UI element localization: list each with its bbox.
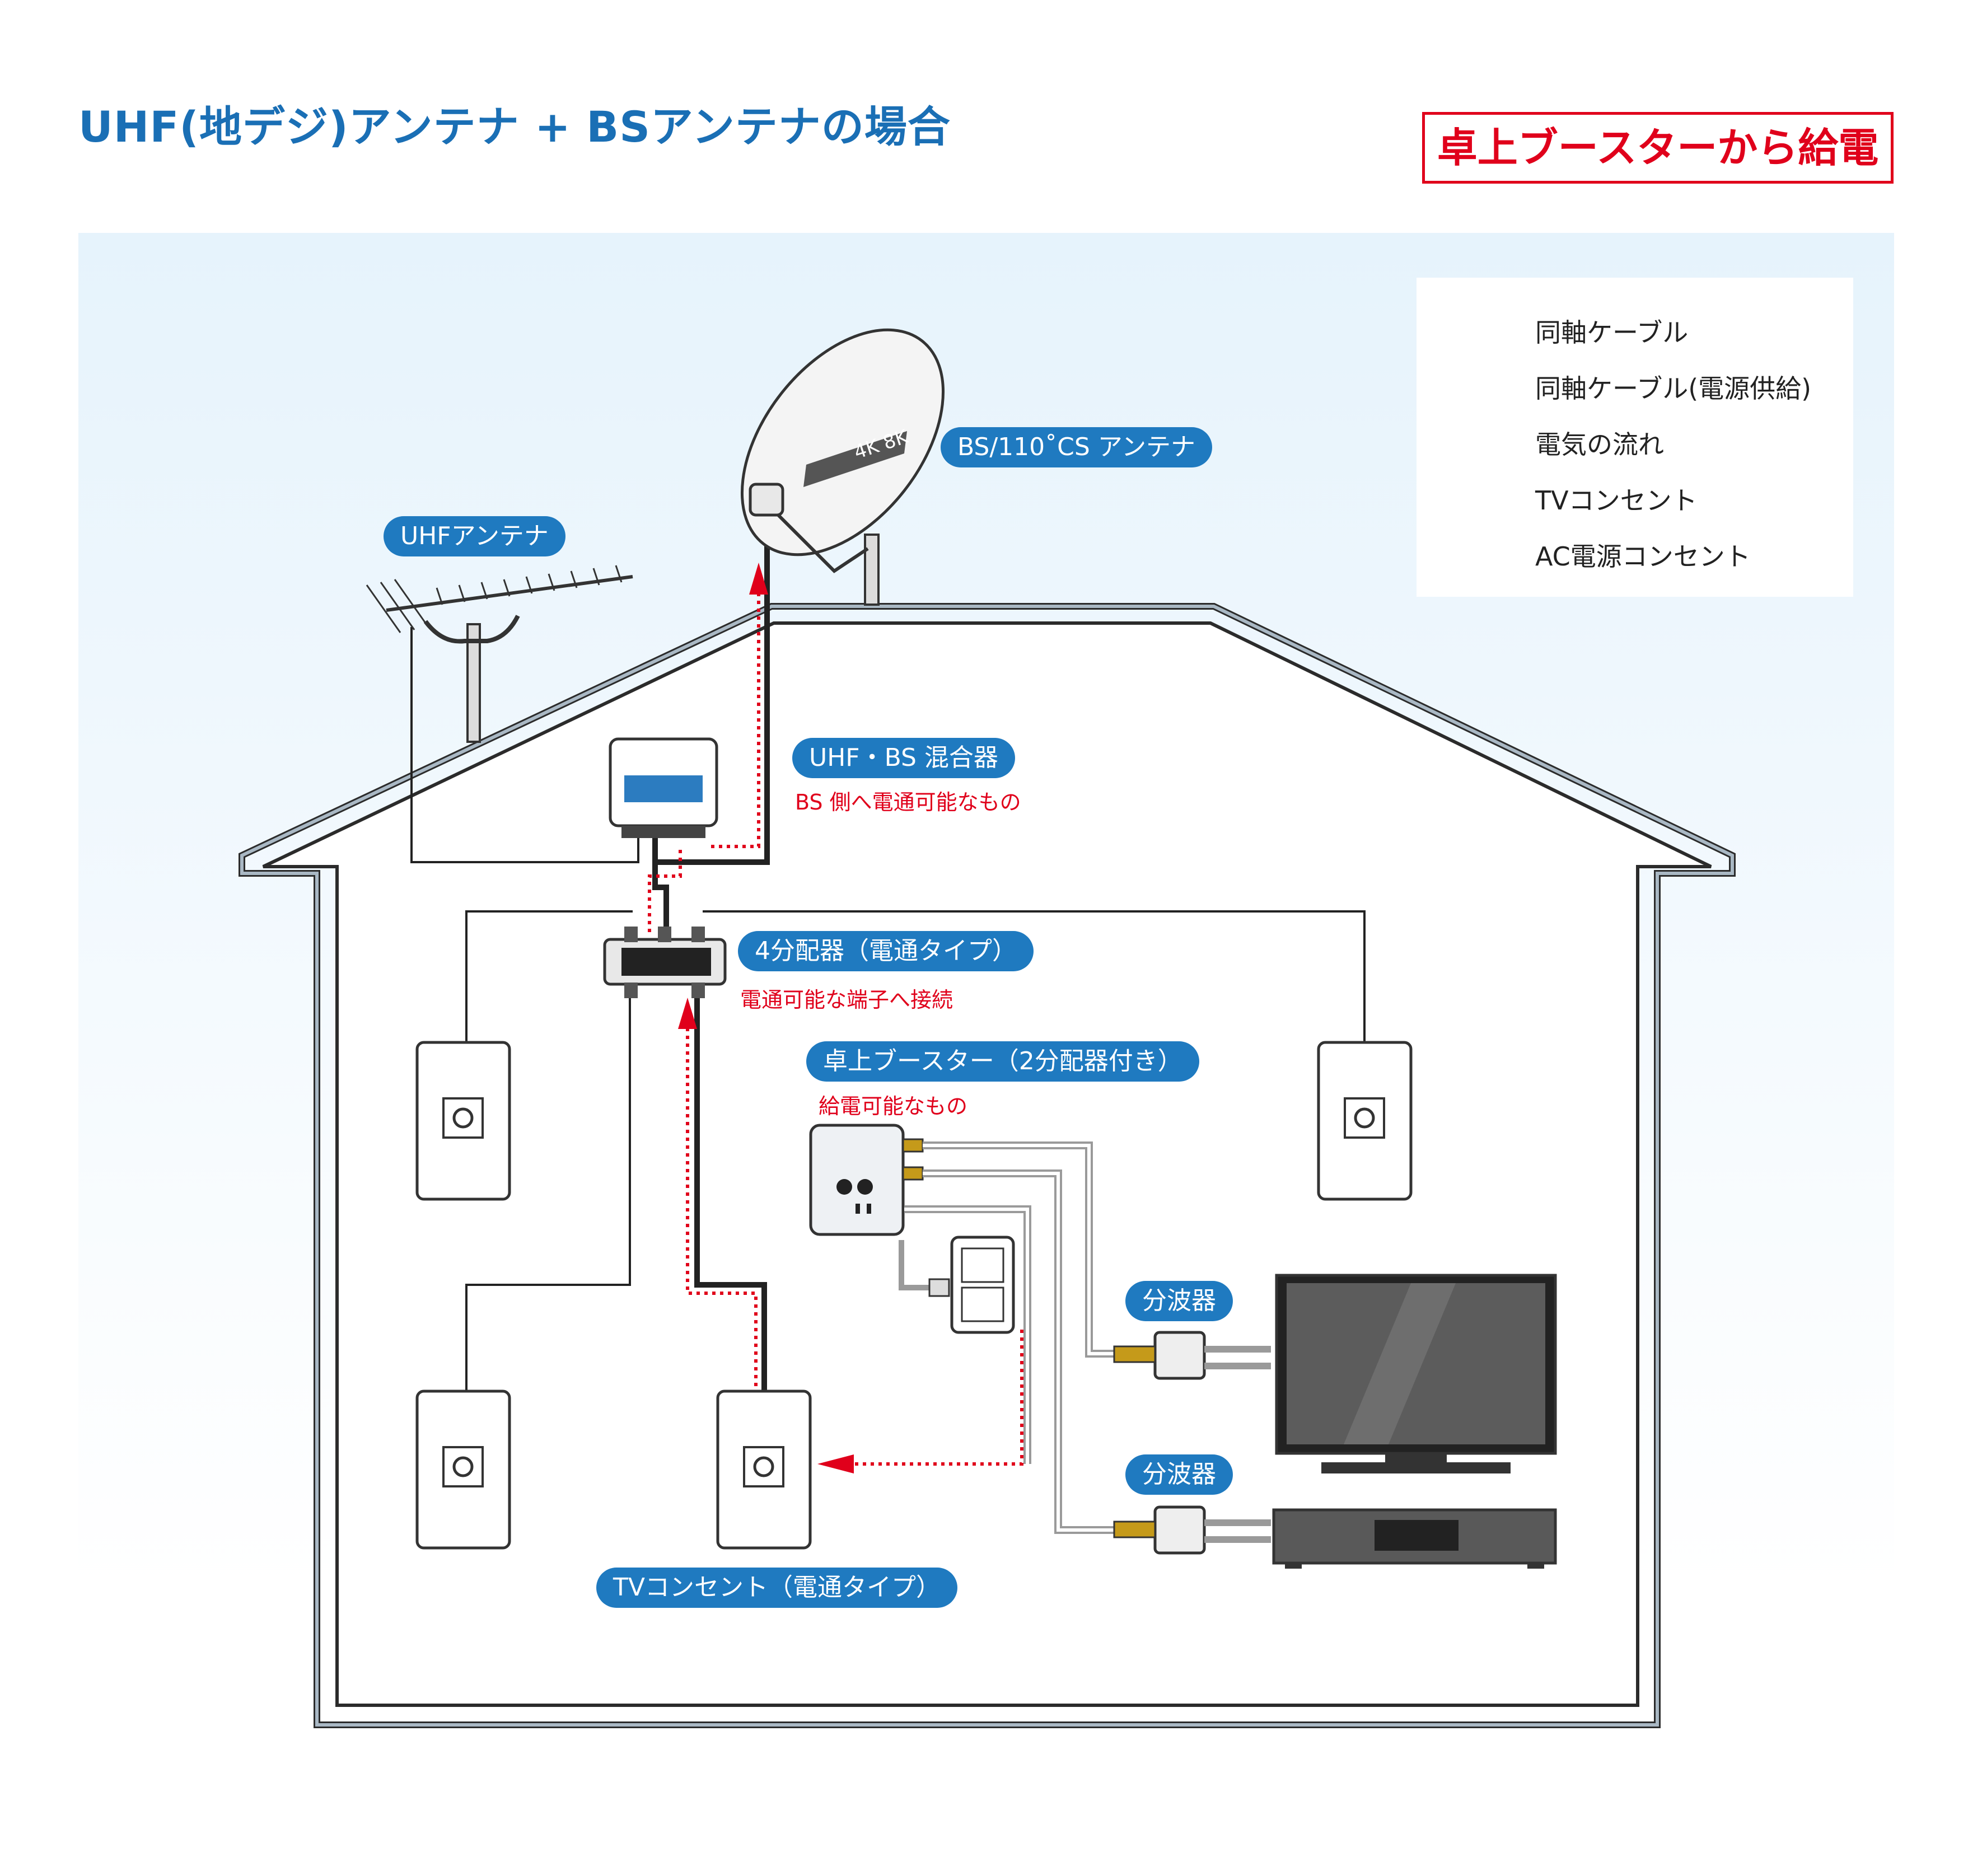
legend-label: 同軸ケーブル(電源供給) [1535,373,1812,404]
legend-item-tv-outlet: TVコンセント [1417,474,1853,524]
uhf-antenna-label: UHFアンテナ [384,516,565,556]
television-icon [1275,1274,1557,1473]
four-way-splitter-icon [603,927,727,998]
power-flow-arrowheads [678,563,854,1473]
booster-note: 給電可能なもの [819,1094,968,1119]
splitter-note: 電通可能な端子へ接続 [740,988,953,1012]
house-outline-inner [240,605,1734,1727]
splitter-label: 4分配器（電通タイプ） [738,931,1034,971]
mixer-note: BS 側へ電通可能なもの [795,790,1021,815]
booster-output-cables-core [904,1144,1114,1532]
ac-outlet-device [899,1236,1015,1334]
legend-box: 同軸ケーブル 同軸ケーブル(電源供給) 電気の流れ TVコンセント AC電源コン… [1417,278,1853,597]
legend-item-ac-outlet: AC電源コンセント [1417,530,1853,580]
diplexer-recorder-label: 分波器 [1125,1454,1233,1495]
tv-outlet-right-top [1317,1041,1413,1201]
bs-dish-icon: 4K 8K [740,328,945,606]
power-source-badge: 卓上ブースターから給電 [1422,112,1894,184]
bs-antenna-label: BS/110˚CS アンテナ [941,427,1213,467]
recorder-icon [1272,1508,1557,1569]
legend-item-coax-power: 同軸ケーブル(電源供給) [1417,362,1853,412]
legend-label: 同軸ケーブル [1535,317,1689,348]
mixer-label: UHF・BS 混合器 [792,738,1015,778]
tv-outlet-left-top [415,1041,511,1201]
thick-cables [652,537,770,1391]
tv-outlet-power [716,1390,812,1550]
legend-label: TVコンセント [1535,485,1698,516]
power-flow-lines [648,593,1023,1466]
legend-label: AC電源コンセント [1535,541,1751,572]
page-title: UHF(地デジ)アンテナ + BSアンテナの場合 [78,102,951,152]
legend-item-power-flow: 電気の流れ [1417,418,1853,468]
mixer-device-icon [609,737,718,838]
diplexer-recorder-icon [1113,1505,1271,1555]
legend-item-coax: 同軸ケーブル [1417,306,1853,356]
booster-label: 卓上ブースター（2分配器付き） [806,1041,1199,1082]
tv-outlet-label: TVコンセント（電通タイプ） [596,1568,957,1608]
diplexer-tv-icon [1113,1331,1271,1380]
thin-cables [410,627,1366,1391]
diplexer-tv-label: 分波器 [1125,1281,1233,1321]
legend-label: 電気の流れ [1535,429,1664,460]
desktop-booster-icon [809,1124,924,1236]
uhf-antenna-icon [366,565,633,743]
tv-outlet-left-bottom [415,1390,511,1550]
